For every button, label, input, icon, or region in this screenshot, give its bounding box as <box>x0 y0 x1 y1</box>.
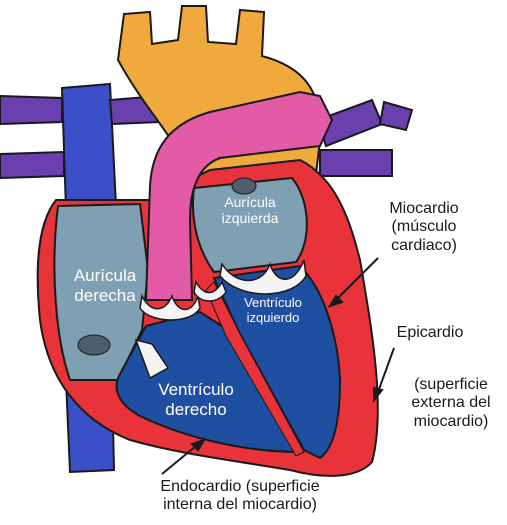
label-line: Epicardio <box>380 324 480 342</box>
label-epicardio-nota: (superficie externa del miocardio) <box>396 376 506 431</box>
label-ventriculo-izquierdo: Ventrículo izquierdo <box>226 296 320 326</box>
label-auricula-izquierda: Aurícula izquierda <box>200 194 300 226</box>
label-line: Miocardio <box>366 200 482 218</box>
label-line: cardiaco) <box>366 237 482 255</box>
label-epicardio: Epicardio <box>380 324 480 342</box>
pulmonary-vessels-right <box>318 100 412 176</box>
label-line: izquierda <box>200 210 300 226</box>
label-line: izquierdo <box>226 311 320 326</box>
label-line: (superficie <box>396 376 506 394</box>
label-miocardio: Miocardio (músculo cardiaco) <box>366 200 482 255</box>
label-line: derecha <box>50 286 160 306</box>
label-line: Ventrículo <box>140 380 252 400</box>
left-atrium-opening <box>232 178 256 194</box>
label-ventriculo-derecho: Ventrículo derecho <box>140 380 252 419</box>
label-line: Aurícula <box>200 194 300 210</box>
label-line: miocardio) <box>396 413 506 431</box>
label-line: Ventrículo <box>226 296 320 311</box>
label-line: Aurícula <box>50 266 160 286</box>
label-line: externa del <box>396 394 506 412</box>
label-endocardio: Endocardio (superficie interna del mioca… <box>120 478 360 515</box>
label-auricula-derecha: Aurícula derecha <box>50 266 160 305</box>
label-line: Endocardio (superficie <box>120 478 360 496</box>
label-line: (músculo <box>366 218 482 236</box>
atrium-opening <box>78 335 110 355</box>
label-line: derecho <box>140 400 252 420</box>
label-line: interna del miocardio) <box>120 496 360 514</box>
